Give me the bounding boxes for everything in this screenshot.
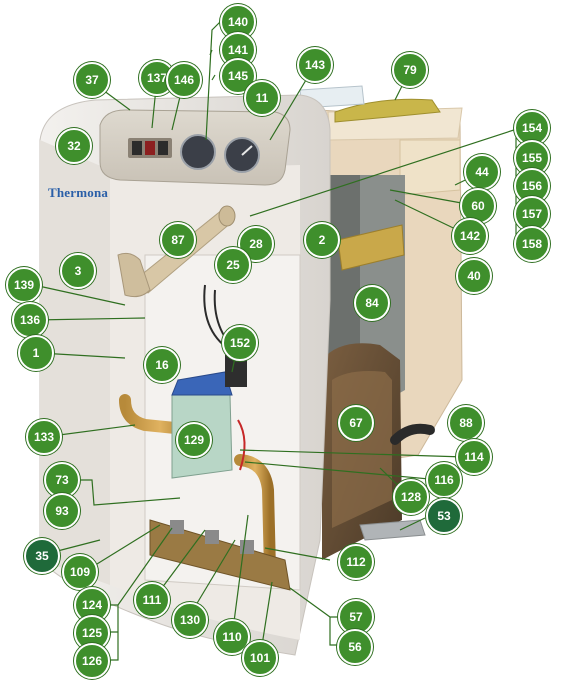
- brand-logo-text: Thermona: [48, 185, 109, 200]
- callout-109: 109: [62, 554, 98, 590]
- callout-16: 16: [144, 347, 180, 383]
- callout-93: 93: [44, 493, 80, 529]
- callout-114: 114: [456, 439, 492, 475]
- copper-pipe-left: [119, 394, 201, 436]
- callout-146: 146: [166, 62, 202, 98]
- callout-143: 143: [297, 47, 333, 83]
- callout-37: 37: [74, 62, 110, 98]
- callout-25: 25: [215, 247, 251, 283]
- side-hose: [390, 423, 435, 445]
- copper-pipe-right: [234, 454, 276, 576]
- callout-157: 157: [514, 196, 550, 232]
- mineral-wool-top: [334, 98, 441, 123]
- red-wire: [237, 419, 246, 471]
- callout-126: 126: [74, 643, 110, 679]
- callout-53: 53: [426, 498, 462, 534]
- callout-1: 1: [18, 335, 54, 371]
- flue-elbow: [117, 252, 151, 298]
- callout-3: 3: [60, 253, 96, 289]
- callout-84: 84: [354, 285, 390, 321]
- callout-79: 79: [392, 52, 428, 88]
- callout-88: 88: [448, 405, 484, 441]
- callout-56: 56: [337, 629, 373, 665]
- callout-133: 133: [26, 419, 62, 455]
- callout-152: 152: [222, 325, 258, 361]
- callout-2: 2: [304, 222, 340, 258]
- callout-111: 111: [134, 582, 170, 618]
- callout-87: 87: [160, 222, 196, 258]
- callout-155: 155: [514, 140, 550, 176]
- callout-44: 44: [464, 154, 500, 190]
- callout-112: 112: [338, 544, 374, 580]
- ignition-module: [225, 355, 247, 387]
- callout-67: 67: [338, 405, 374, 441]
- callout-101: 101: [242, 640, 278, 676]
- bottom-plate: [359, 519, 426, 541]
- callout-128: 128: [393, 479, 429, 515]
- callout-130: 130: [172, 602, 208, 638]
- callout-136: 136: [12, 302, 48, 338]
- callout-129: 129: [176, 422, 212, 458]
- callout-40: 40: [456, 258, 492, 294]
- burner-cover: [337, 224, 405, 271]
- callout-32: 32: [56, 128, 92, 164]
- callout-154: 154: [514, 110, 550, 146]
- callout-57: 57: [338, 599, 374, 635]
- callout-110: 110: [214, 619, 250, 655]
- thermometer-dial: [180, 134, 216, 170]
- callout-35: 35: [24, 538, 60, 574]
- insulation-layers: [399, 139, 461, 196]
- callout-158: 158: [514, 226, 550, 262]
- gas-valve-top: [171, 371, 233, 396]
- callout-139: 139: [6, 267, 42, 303]
- callout-142: 142: [452, 218, 488, 254]
- callout-11: 11: [244, 80, 280, 116]
- callout-116: 116: [426, 462, 462, 498]
